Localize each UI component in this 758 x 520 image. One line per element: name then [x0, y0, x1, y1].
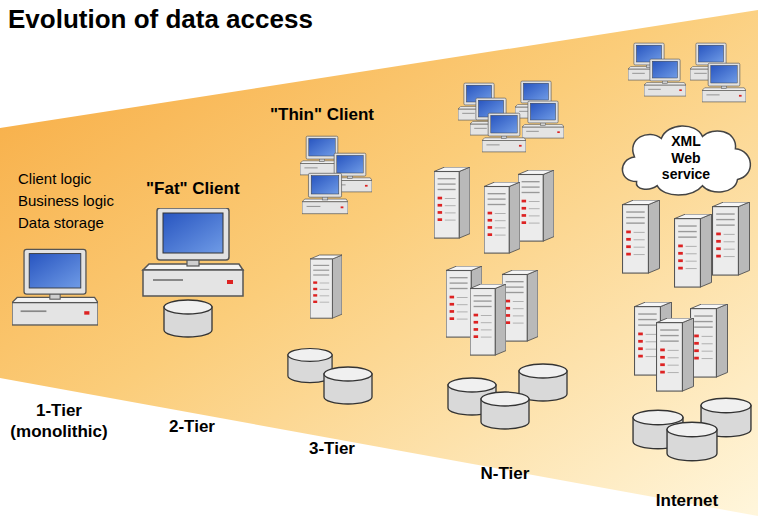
server-icon: [691, 304, 728, 377]
server-icon: [310, 255, 342, 318]
server-icon: [434, 167, 470, 238]
server-icon: [657, 318, 694, 391]
server-icon: [713, 202, 750, 275]
computer-icon: [482, 113, 526, 152]
tier-note: Data storage: [18, 214, 104, 233]
computer-icon: [522, 101, 564, 138]
server-icon: [623, 200, 660, 273]
computer-icon: [12, 249, 98, 325]
computer-icon: [644, 59, 686, 96]
tier-label: N-Tier: [450, 463, 560, 484]
server-icon: [518, 170, 554, 241]
disk-icon: [481, 392, 529, 429]
client-label: "Thin" Client: [270, 104, 374, 125]
server-icon: [470, 284, 506, 355]
tier-note: Business logic: [18, 192, 114, 211]
disk-icon: [164, 300, 212, 337]
tier-label: Internet: [632, 490, 742, 511]
disk-icon: [667, 422, 717, 460]
computer-icon: [702, 63, 746, 102]
tier-label: 3-Tier: [280, 438, 384, 459]
background-wedge: [0, 10, 758, 516]
diagram-title: Evolution of data access: [8, 4, 313, 35]
computer-icon: [302, 173, 348, 213]
node-text: XML Web service: [658, 133, 714, 183]
client-label: "Fat" Client: [146, 178, 240, 199]
disk-icon: [324, 367, 372, 404]
cloud-node: XML Web service: [616, 118, 756, 198]
computer-icon: [143, 208, 243, 296]
tier-label: 2-Tier: [140, 416, 244, 437]
tier-label: 1-Tier (monolithic): [2, 400, 116, 443]
server-icon: [484, 182, 520, 253]
tier-note: Client logic: [18, 170, 91, 189]
server-icon: [502, 270, 538, 341]
server-icon: [675, 214, 712, 287]
